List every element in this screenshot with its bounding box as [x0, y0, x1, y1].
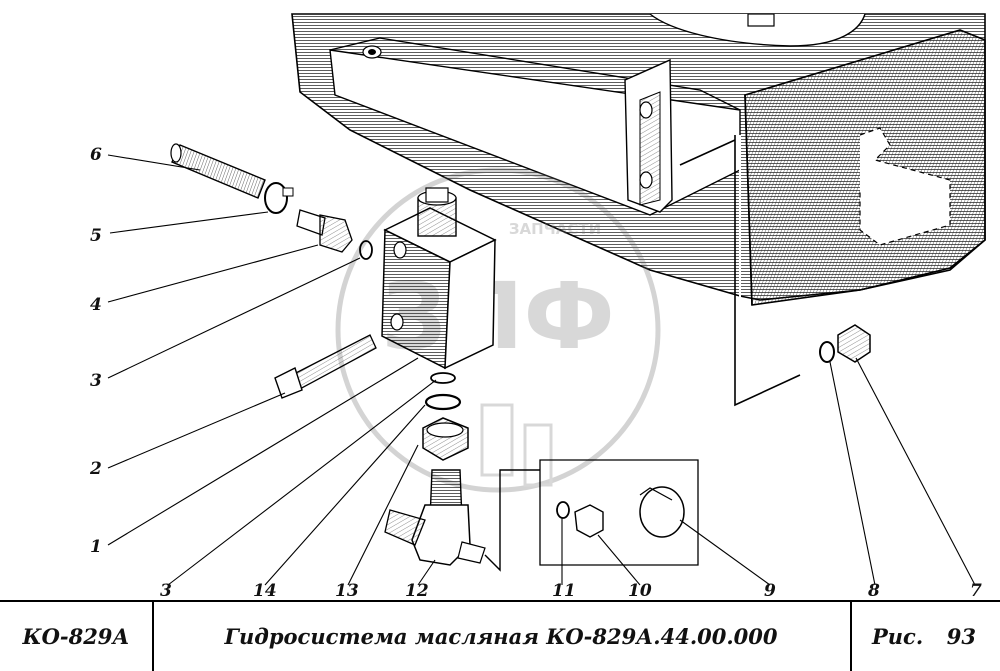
callout-labels: 6 5 4 3 2 1 3 14 13 12 11 10 9 8 7 [89, 145, 982, 600]
callout-5: 5 [90, 226, 102, 246]
callout-4: 4 [90, 295, 102, 315]
callout-9: 9 [764, 581, 776, 600]
model-code: КО-829А [0, 602, 154, 671]
callout-12: 12 [405, 581, 429, 600]
part-fitting [296, 209, 353, 253]
callout-7: 7 [970, 581, 982, 600]
part-plug [574, 504, 604, 538]
part-washer-upper [359, 240, 373, 260]
part-clamp [264, 182, 294, 214]
callout-3-upper: 3 [90, 371, 102, 391]
figure-label: Рис. [872, 624, 924, 649]
oil-tank-assembly [291, 13, 986, 407]
callout-3-lower: 3 [160, 581, 172, 600]
callout-8: 8 [867, 581, 880, 600]
part-bolt [274, 334, 377, 399]
figure-ref: Рис. 93 [850, 602, 1000, 671]
title-block: КО-829А Гидросистема масляная КО-829А.44… [0, 600, 1000, 671]
parts-diagram: ЗПФ ЗАПЧАСТИ [89, 13, 986, 600]
valve-block [381, 187, 497, 370]
watermark-subtext: ЗАПЧАСТИ [509, 220, 601, 238]
part-washer-lower [424, 393, 462, 411]
part-lock-washer [819, 341, 835, 363]
part-cap [639, 486, 685, 538]
part-oring [430, 372, 456, 384]
callout-14: 14 [253, 581, 277, 600]
callout-2: 2 [89, 459, 102, 479]
callout-6: 6 [90, 145, 102, 165]
part-nut [837, 324, 871, 363]
leader-lines [107, 154, 976, 586]
callout-1: 1 [90, 537, 102, 557]
part-union-nut [422, 417, 469, 461]
callout-11: 11 [552, 581, 576, 600]
drawing-title: Гидросистема масляная КО-829А.44.00.000 [152, 602, 852, 671]
callout-10: 10 [628, 581, 652, 600]
figure-number: 93 [946, 624, 976, 649]
part-hose [170, 143, 266, 199]
callout-13: 13 [335, 581, 359, 600]
part-elbow [384, 469, 540, 572]
part-plug-washer [556, 501, 570, 519]
plug-detail-box [539, 459, 699, 566]
